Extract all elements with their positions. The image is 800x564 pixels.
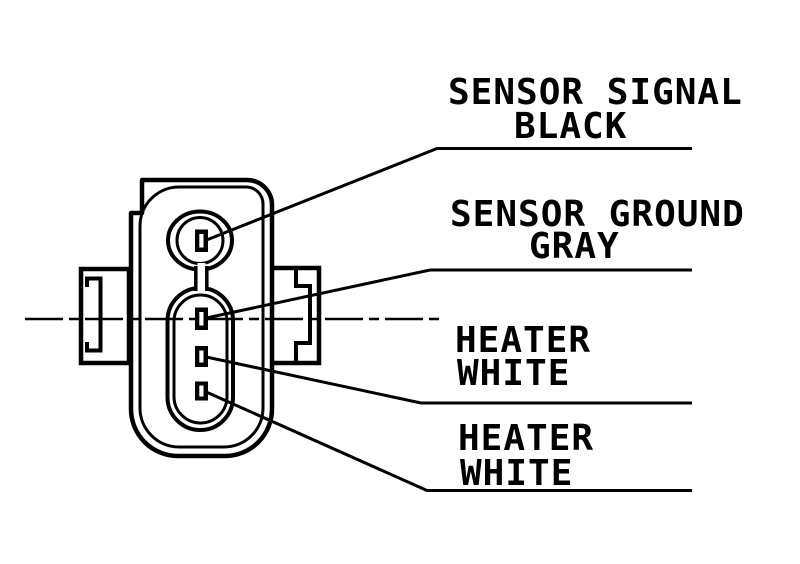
cavity-neck [194, 263, 209, 292]
label-pin1-signal: SENSOR SIGNAL [448, 72, 743, 113]
label-pin3-wire-color: WHITE [457, 353, 570, 394]
label-pin2-signal: SENSOR GROUND [450, 194, 745, 235]
label-pin4-wire-color: WHITE [460, 453, 573, 494]
leader-line-pin-2 [203, 268, 692, 320]
pin-4 [195, 381, 208, 401]
label-pin3-signal: HEATER [455, 320, 591, 361]
right-wing [268, 265, 322, 366]
leader-line-pin-3 [203, 355, 692, 405]
leader-line-pin-1 [203, 147, 692, 243]
pin-2 [195, 307, 208, 330]
pin-1 [195, 229, 208, 252]
connector-body-inner-outline [138, 185, 265, 449]
pin-3 [195, 346, 208, 367]
leader-line-pin-4 [203, 389, 692, 492]
label-pin2-wire-color: GRAY [529, 226, 620, 267]
label-pin1-wire-color: BLACK [514, 106, 627, 147]
pin-cavity-oval-inner [172, 293, 229, 425]
label-pin4-signal: HEATER [458, 418, 594, 459]
left-wing [78, 266, 132, 366]
